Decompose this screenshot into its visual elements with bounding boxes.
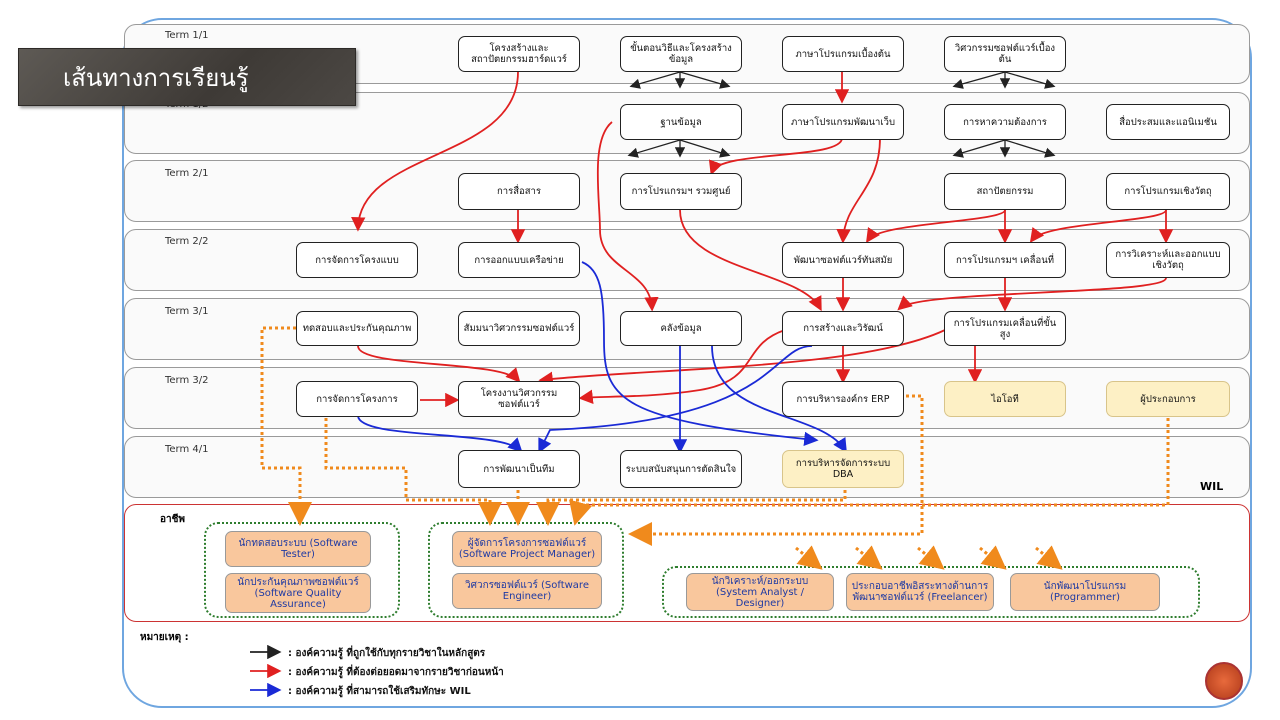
legend-text-red: : องค์ความรู้ ที่ต้องต่อยอดมาจากรายวิชาก… [288,667,504,678]
arrow-black [629,71,681,89]
arrow-black [1004,71,1056,89]
course-box: การโปรแกรมฯ รวมศูนย์ [620,173,742,210]
arrow-blue [538,345,813,454]
course-box: ฐานข้อมูล [620,104,742,140]
course-box: การโปรแกรมเชิงวัตถุ [1106,173,1230,210]
course-box: การสร้างและวิรัฒน์ [782,311,904,346]
arrow-red [357,345,521,383]
career-box-sa: นักวิเคราะห์/ออกระบบ (System Analyst / D… [686,573,834,611]
career-box-pm: ผู้จัดการโครงการซอฟต์แวร์ (Software Proj… [452,531,602,567]
arrow-red [679,209,822,312]
note-label: หมายเหตุ : [140,632,189,643]
arrow-orange [917,545,945,570]
course-box: สัมมนาวิศวกรรมซอฟต์แวร์ [458,311,580,346]
course-box: ระบบสนับสนุนการตัดสินใจ [620,450,742,488]
term-label: Term 2/2 [165,236,209,247]
course-box: การพัฒนาเป็นทีม [458,450,580,488]
course-box: การบริหารจัดการระบบ DBA [782,450,904,488]
arrow-orange [260,326,312,526]
arrow-orange [536,490,847,526]
arrow-red [708,137,843,176]
career-box-qa: นักประกันคุณภาพซอฟต์แวร์ (Software Quali… [225,573,371,613]
term-label: Term 4/1 [165,444,209,455]
arrow-orange [795,545,823,570]
career-box-tester: นักทดสอบระบบ (Software Tester) [225,531,371,567]
arrow-black [679,71,731,89]
arrow-orange [979,545,1007,570]
course-box: สื่อประสมและแอนิเมชัน [1106,104,1230,140]
course-box: ทดสอบและประกันคุณภาพ [296,311,418,346]
arrow-red [836,137,881,244]
career-box-freelance: ประกอบอาชีพอิสระทางด้านการพัฒนาซอฟต์แวร์… [846,573,994,611]
term-label: Term 3/1 [165,306,209,317]
legend-text-black: : องค์ความรู้ ที่ถูกใช้กับทุกรายวิชาในหล… [288,648,486,659]
career-area [124,504,1250,622]
arrow-blue [581,261,819,447]
term-label: Term 3/2 [165,375,209,386]
arrow-orange [628,394,924,546]
arrow-orange [324,418,502,526]
arrow-red [596,121,659,312]
course-box: การออกแบบเครือข่าย [458,242,580,278]
course-box: ภาษาโปรแกรมเบื้องต้น [782,36,904,72]
arrow-black [627,139,681,158]
arrow-black [952,71,1006,89]
legend-text-blue: : องค์ความรู้ ที่สามารถใช้เสริมทักษะ WIL [288,686,471,697]
arrow-red [538,329,946,386]
arrow-black [952,139,1006,158]
career-box-programmer: นักพัฒนาโปรแกรม (Programmer) [1010,573,1160,611]
course-box: โครงงานวิศวกรรมซอฟต์แวร์ [458,381,580,417]
arrow-red [897,277,1167,311]
course-box: การจัดการโครงแบบ [296,242,418,278]
course-box: ภาษาโปรแกรมพัฒนาเว็บ [782,104,904,140]
course-box: ขั้นตอนวิธีและโครงสร้างข้อมูล [620,36,742,72]
arrow-blue [711,345,847,454]
arrow-black [679,139,731,158]
career-box-se: วิศวกรซอฟต์แวร์ (Software Engineer) [452,573,602,609]
course-box: การจัดการโครงการ [296,381,418,417]
arrow-orange [569,418,1170,526]
course-box: การวิเคราะห์และออกแบบเชิงวัตถุ [1106,242,1230,278]
course-box: ผู้ประกอบการ [1106,381,1230,417]
course-box: โครงสร้างและสถาปัตยกรรมฮาร์ดแวร์ [458,36,580,72]
logo-badge [1205,662,1243,700]
course-box: การโปรแกรมฯ เคลื่อนที่ [944,242,1066,278]
arrow-red [578,329,786,404]
arrow-red [1029,209,1167,243]
arrow-orange [1035,545,1063,570]
arrow-black [1004,139,1056,158]
diagram-frame [122,18,1252,708]
arrow-red [351,71,519,232]
course-box: พัฒนาซอฟต์แวร์ทันสมัย [782,242,904,278]
term-label: Term 2/1 [165,168,209,179]
course-box: วิศวกรรมซอฟต์แวร์เบื้องต้น [944,36,1066,72]
term-label: Term 1/1 [165,30,209,41]
course-box: การหาความต้องการ [944,104,1066,140]
career-label: อาชีพ [160,514,185,525]
course-box: ไอโอที [944,381,1066,417]
arrow-orange [855,545,883,570]
course-box: สถาปัตยกรรม [944,173,1066,210]
course-box: คลังข้อมูล [620,311,742,346]
course-box: การบริหารองค์กร ERP [782,381,904,417]
page-title: เส้นทางการเรียนรู้ [18,48,356,106]
wil-label: WIL [1200,480,1224,493]
course-box: การสื่อสาร [458,173,580,210]
arrow-blue [357,415,523,453]
arrow-red [865,209,1006,243]
course-box: การโปรแกรมเคลื่อนที่ขั้นสูง [944,311,1066,346]
